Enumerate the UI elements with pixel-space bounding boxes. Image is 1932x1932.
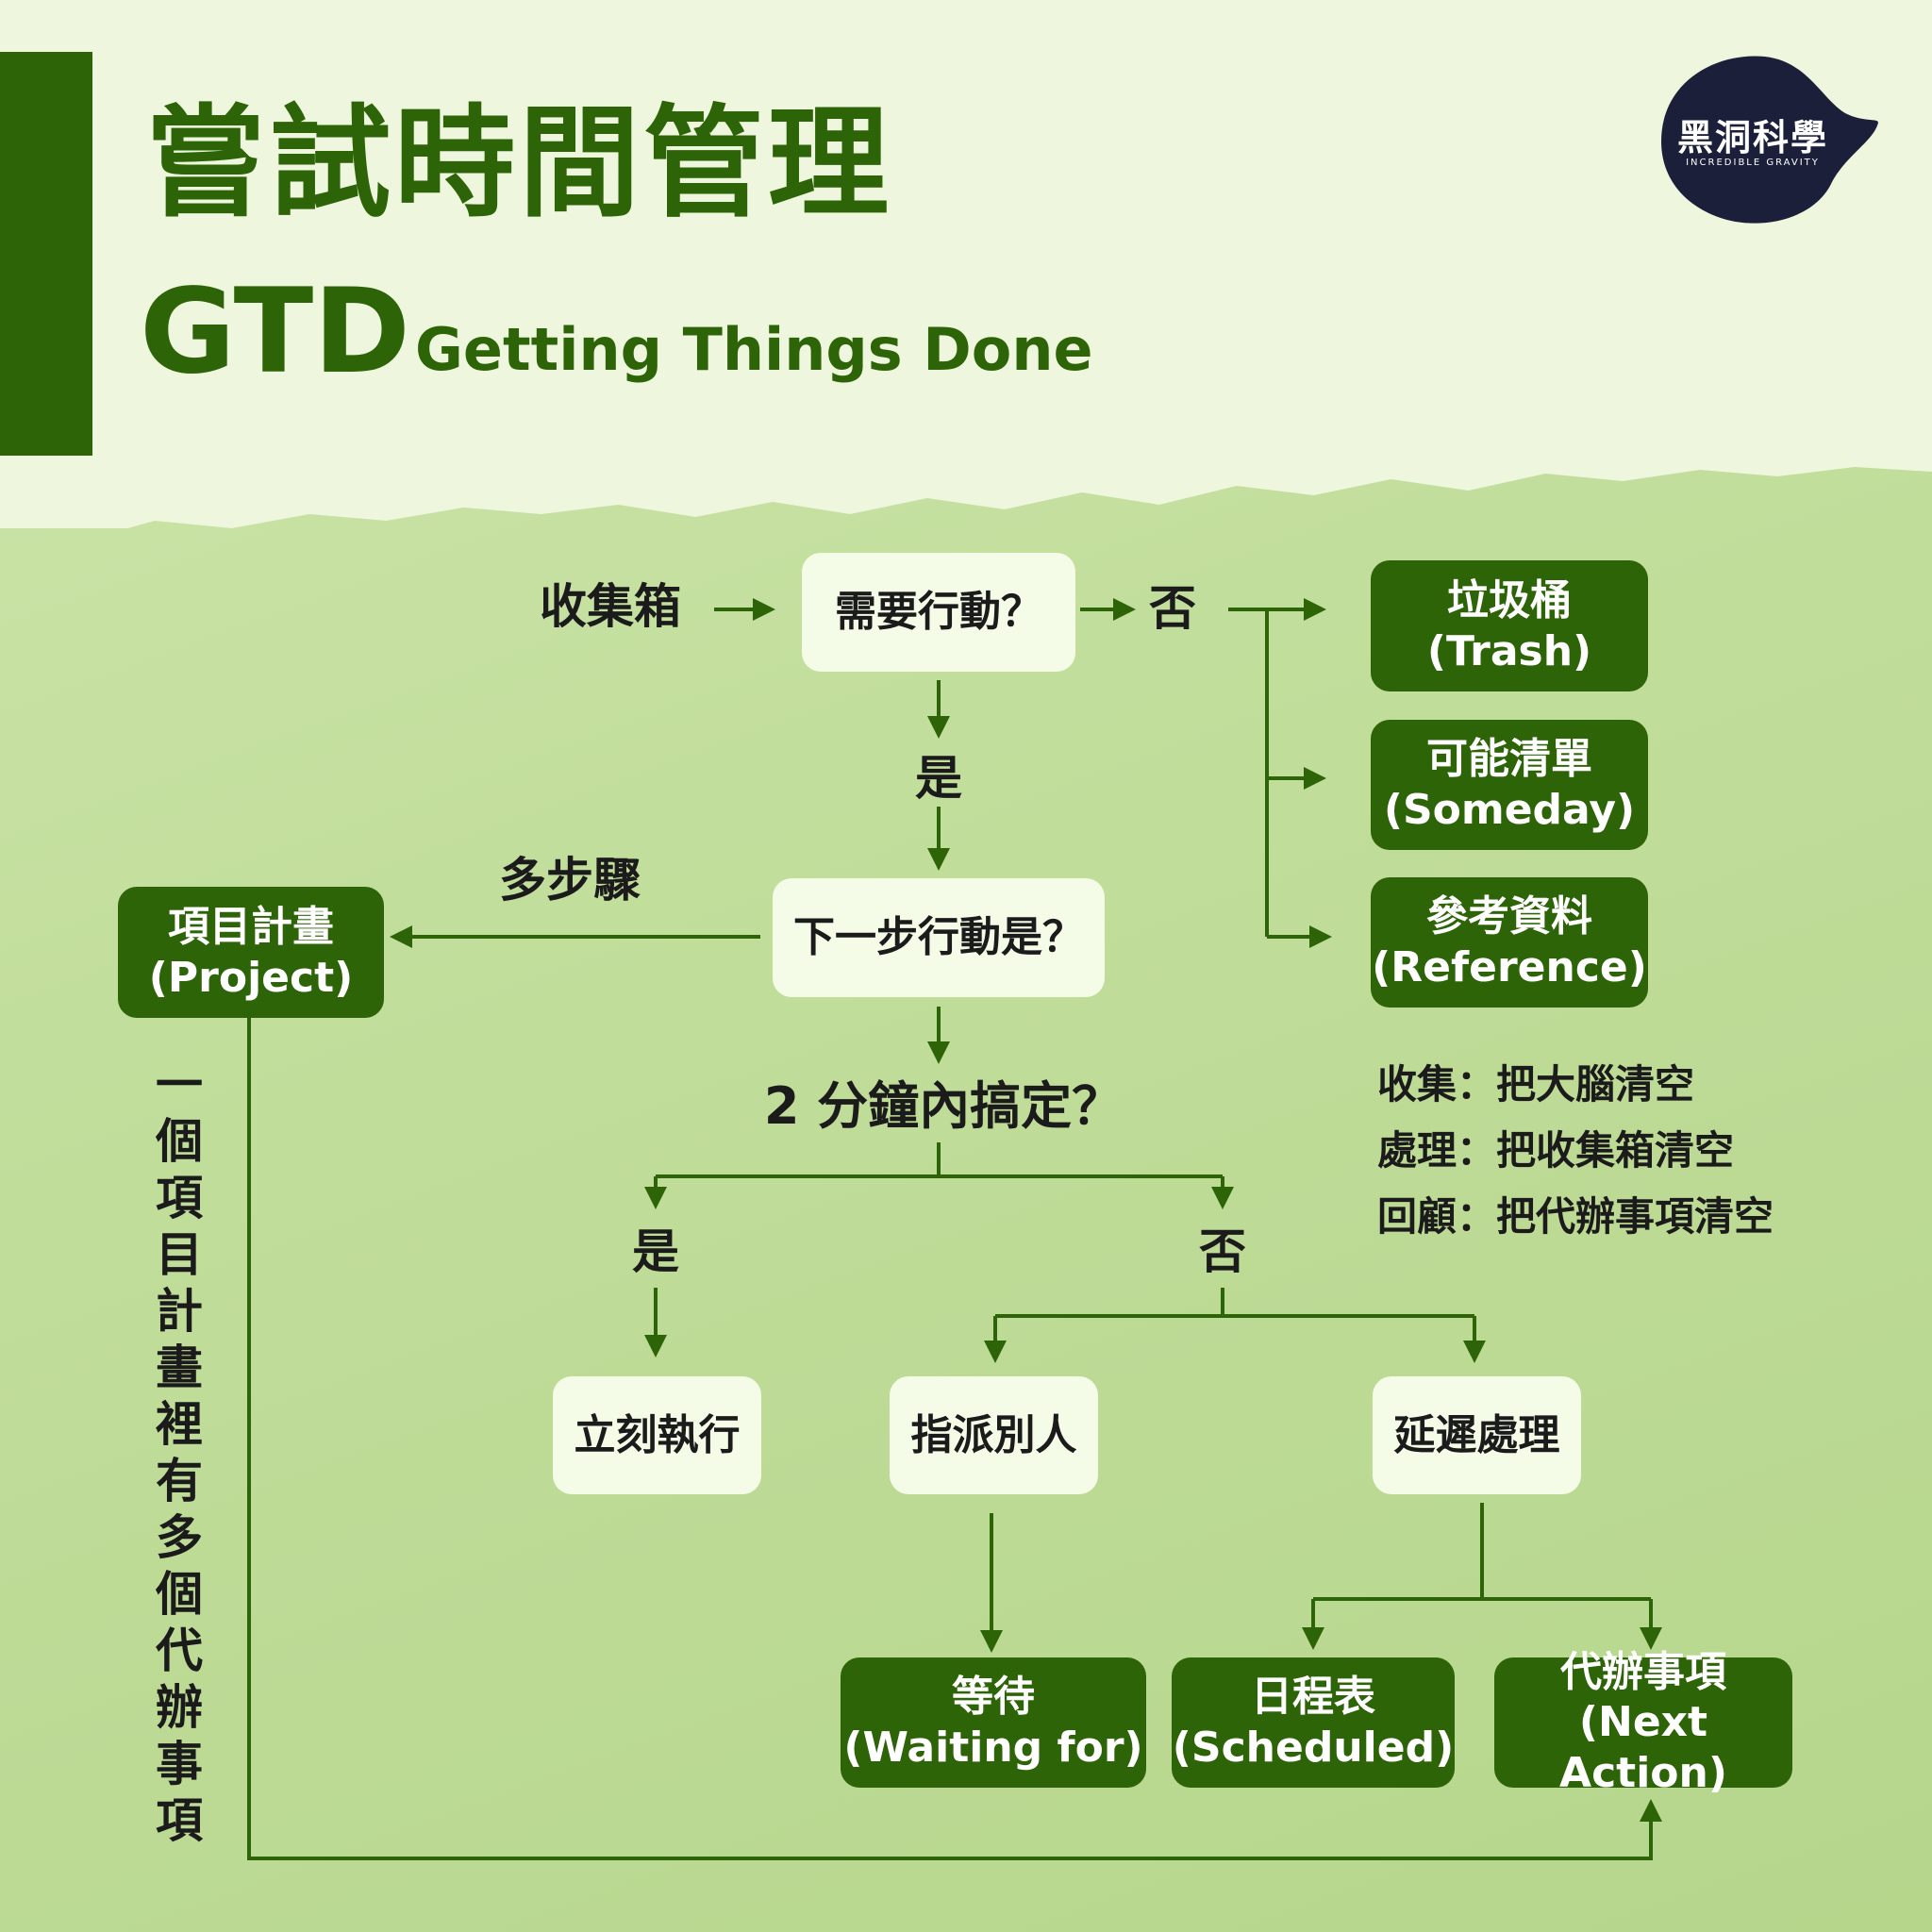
page-title: 嘗試時間管理 (145, 93, 893, 234)
logo: 黑洞科學 INCREDIBLE GRAVITY (1642, 52, 1883, 226)
reference-zh: 參考資料 (1426, 892, 1592, 941)
note-text: 把代辦事項清空 (1496, 1193, 1774, 1240)
project-note-vertical: 一個項目計畫裡有多個代辦事項 (156, 1058, 203, 1848)
note-sep: ： (1457, 1193, 1497, 1240)
do-now-text: 立刻執行 (574, 1410, 741, 1459)
next-action-question-text: 下一步行動是？ (793, 913, 1084, 962)
delegate-box: 指派別人 (890, 1376, 1098, 1494)
header-background (0, 0, 1932, 528)
note-key: 處理 (1377, 1127, 1457, 1174)
note-text: 把收集箱清空 (1496, 1127, 1735, 1174)
yes-label-1: 是 (915, 751, 962, 806)
trash-en: (Trash) (1426, 626, 1592, 675)
note-item: 處理：把收集箱清空 (1377, 1118, 1774, 1184)
line-two-min-split (656, 1142, 1223, 1178)
note-sep: ： (1457, 1061, 1497, 1108)
waiting-en: (Waiting for) (843, 1724, 1143, 1772)
two-minute-question: 2 分鐘內搞定？ (763, 1076, 1124, 1136)
need-action-box: 需要行動？ (802, 553, 1075, 672)
line-no-branch (1228, 608, 1269, 937)
logo-name-cn: 黑洞科學 (1676, 117, 1828, 158)
scheduled-en: (Scheduled) (1172, 1724, 1455, 1772)
trash-box: 垃圾桶(Trash) (1371, 560, 1648, 691)
waiting-zh: 等待 (952, 1673, 1035, 1722)
inbox-label: 收集箱 (540, 579, 681, 634)
no-label-1: 否 (1149, 581, 1196, 636)
note-key: 收集 (1377, 1061, 1457, 1108)
next-action-zh: 代辦事項 (1560, 1647, 1726, 1696)
line-defer-split (1313, 1503, 1651, 1601)
trash-zh: 垃圾桶 (1447, 575, 1572, 625)
no-label-2: 否 (1199, 1224, 1246, 1279)
next-action-question-box: 下一步行動是？ (773, 878, 1105, 997)
scheduled-box: 日程表(Scheduled) (1172, 1657, 1455, 1788)
yes-label-2: 是 (632, 1224, 679, 1279)
do-now-box: 立刻執行 (553, 1376, 761, 1494)
logo-name-en: INCREDIBLE GRAVITY (1686, 158, 1820, 168)
multi-step-label: 多步驟 (499, 853, 641, 908)
waiting-box: 等待(Waiting for) (841, 1657, 1146, 1788)
note-key: 回顧 (1377, 1193, 1457, 1240)
delegate-text: 指派別人 (910, 1410, 1077, 1459)
next-action-en: (Next Action) (1559, 1698, 1727, 1797)
defer-box: 延遲處理 (1373, 1376, 1581, 1494)
next-action-box: 代辦事項(Next Action) (1494, 1648, 1792, 1797)
project-zh: 項目計畫 (168, 902, 334, 951)
note-text: 把大腦清空 (1496, 1061, 1695, 1108)
arrow-project-to-next-action (247, 1018, 1662, 1860)
notes-list: 收集：把大腦清空 處理：把收集箱清空 回顧：把代辦事項清空 (1377, 1052, 1774, 1250)
note-sep: ： (1457, 1127, 1497, 1174)
reference-en: (Reference) (1372, 943, 1647, 991)
defer-text: 延遲處理 (1393, 1410, 1560, 1459)
project-box: 項目計畫(Project) (118, 887, 384, 1018)
project-en: (Project) (148, 953, 354, 1002)
someday-zh: 可能清單 (1426, 735, 1592, 784)
someday-box: 可能清單(Someday) (1371, 720, 1648, 850)
scheduled-zh: 日程表 (1251, 1673, 1375, 1722)
reference-box: 參考資料(Reference) (1371, 877, 1648, 1008)
note-item: 回顧：把代辦事項清空 (1377, 1184, 1774, 1250)
logo-drop-shape (1661, 56, 1878, 224)
note-item: 收集：把大腦清空 (1377, 1052, 1774, 1118)
need-action-text: 需要行動？ (835, 588, 1042, 637)
someday-en: (Someday) (1383, 786, 1636, 834)
accent-bar (0, 52, 92, 456)
line-no-split (995, 1288, 1474, 1318)
gtd-subtitle: Getting Things Done (415, 315, 1093, 384)
gtd-heading: GTD (140, 264, 411, 400)
